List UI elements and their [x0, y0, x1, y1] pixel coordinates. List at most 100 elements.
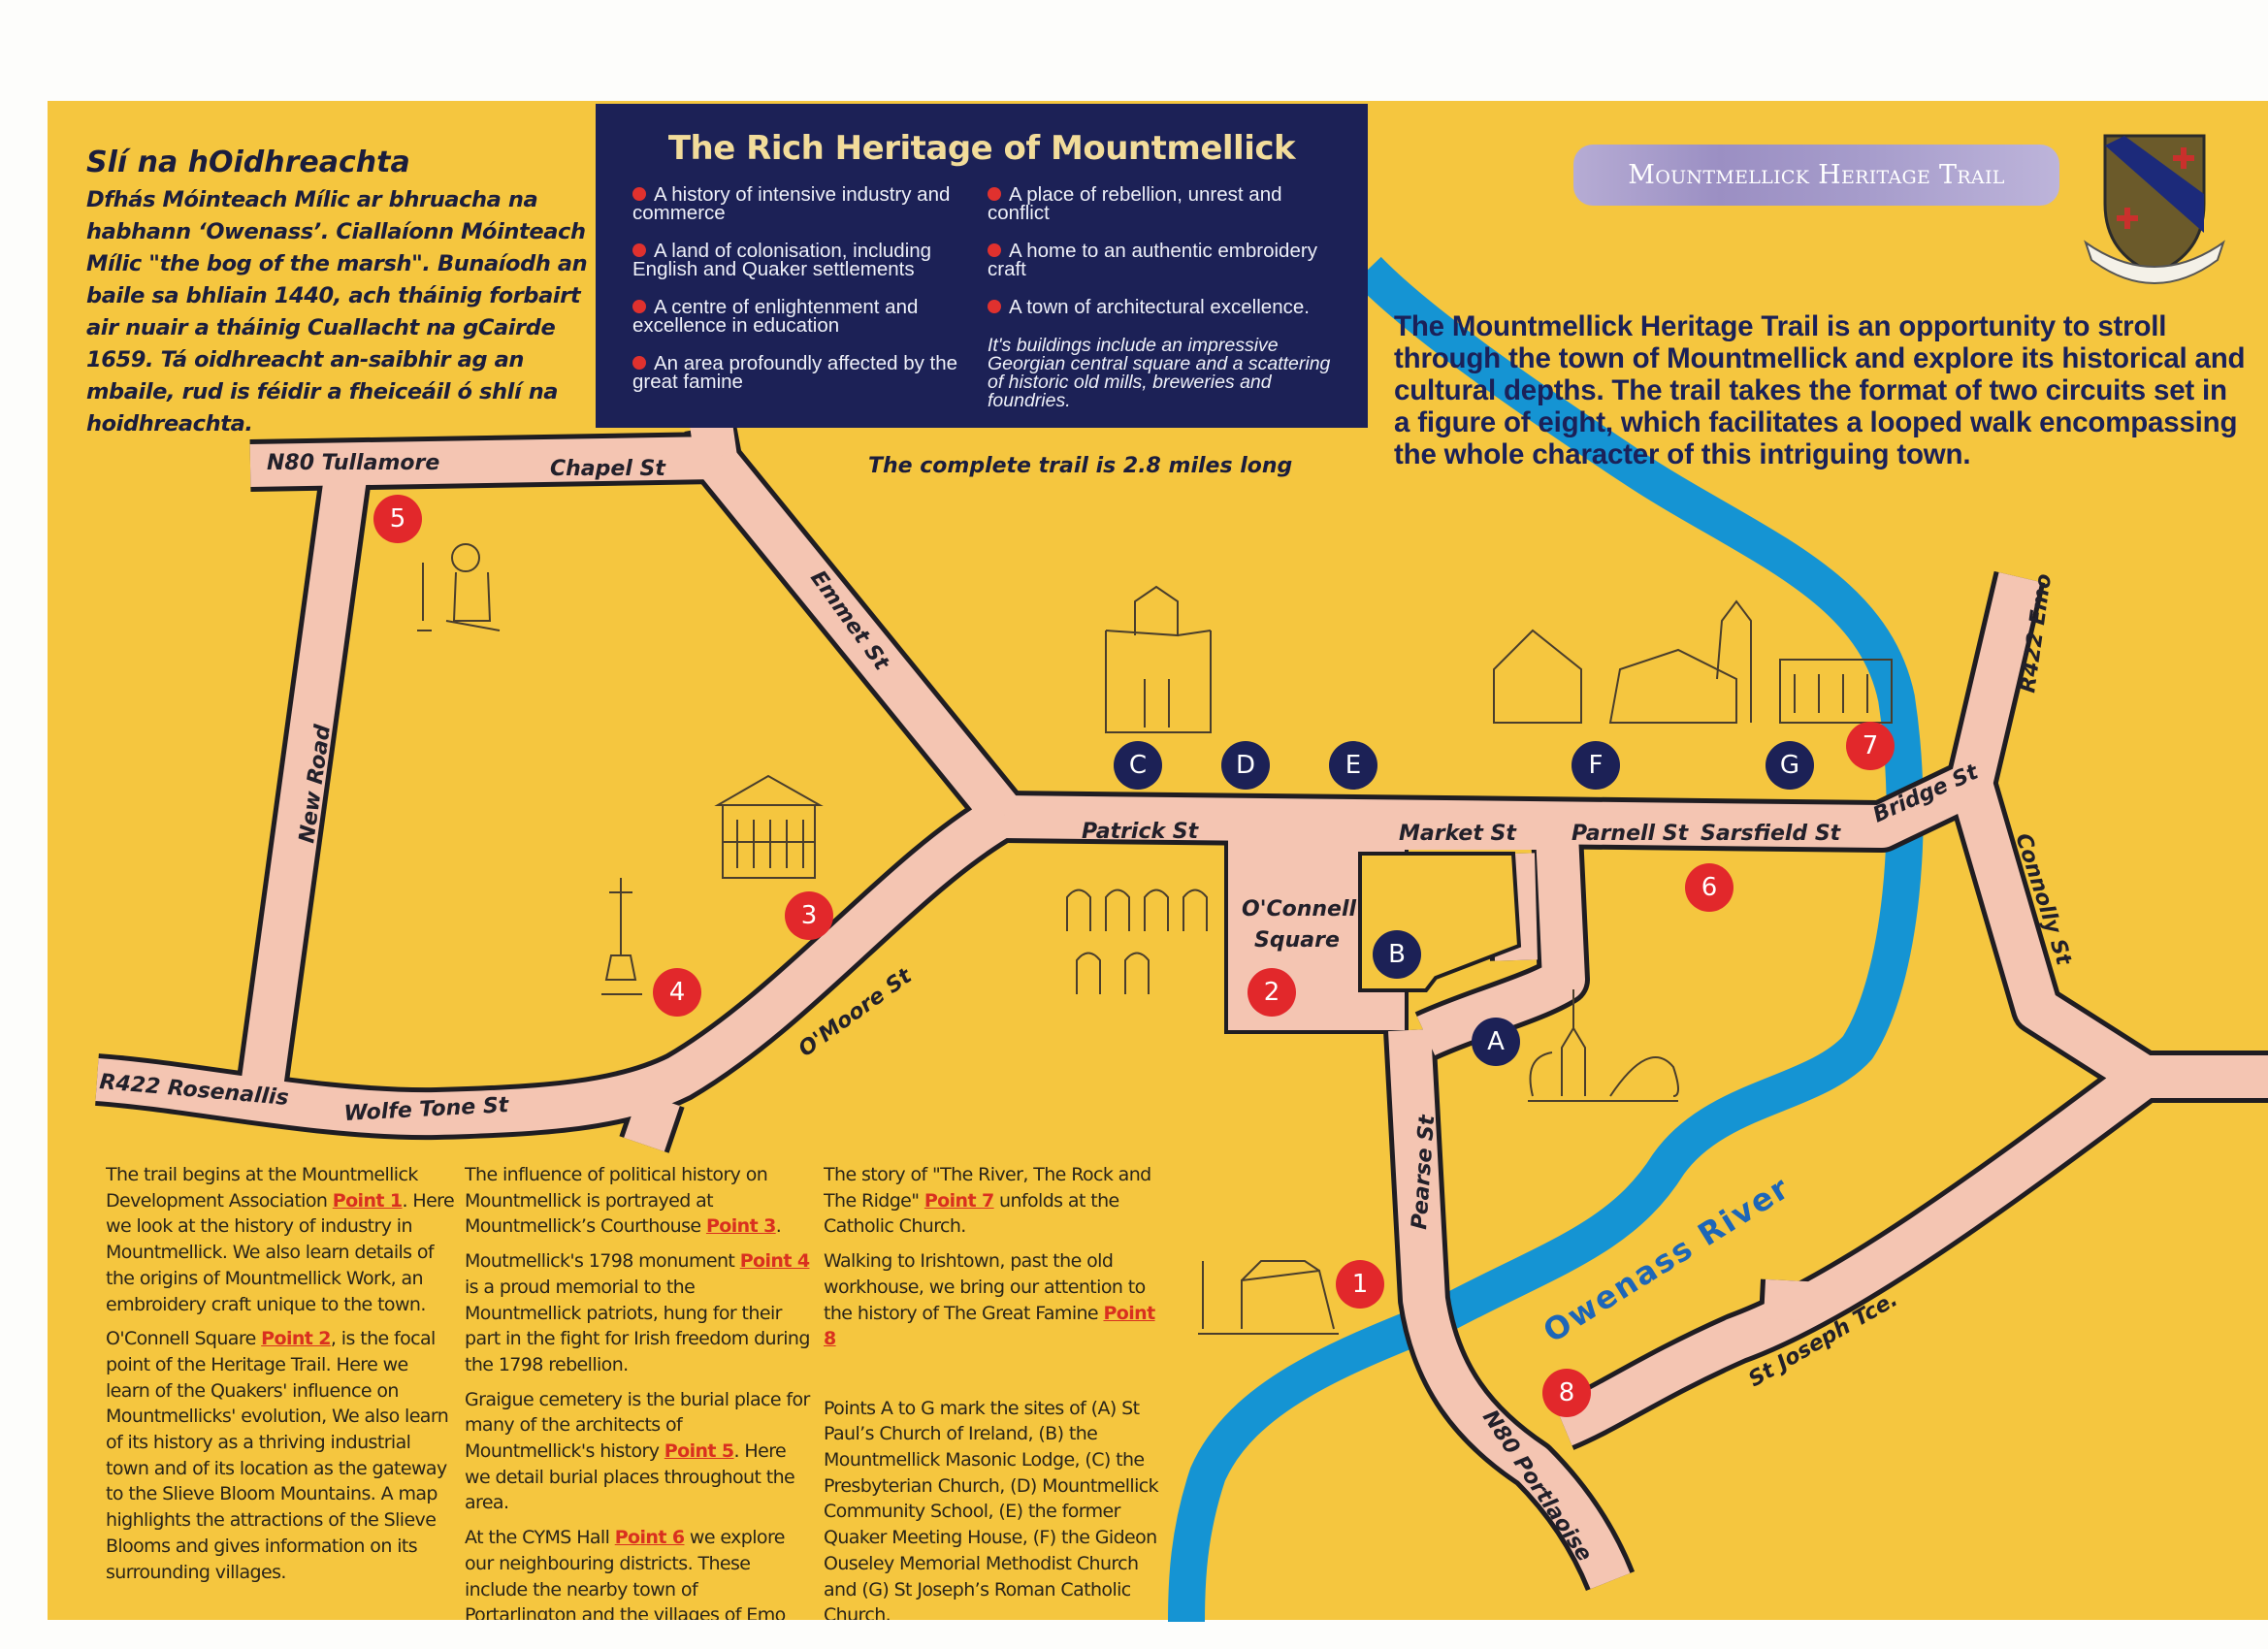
- site-c-marker[interactable]: C: [1114, 741, 1162, 790]
- description-paragraph: Points A to G mark the sites of (A) St P…: [824, 1396, 1173, 1620]
- bullet-text: A home to an authentic embroidery craft: [988, 240, 1317, 280]
- svg-text:E: E: [1345, 751, 1361, 780]
- svg-text:7: 7: [1863, 731, 1879, 760]
- trail-length-text: The complete trail is 2.8 miles long: [868, 454, 1293, 478]
- paragraph-text: , is the focal point of the Heritage Tra…: [106, 1328, 449, 1583]
- point-link[interactable]: Point 4: [739, 1250, 810, 1273]
- workhouse-sketch-icon: [1198, 1260, 1339, 1335]
- site-g-marker[interactable]: G: [1766, 741, 1814, 790]
- patrick-st-fill: [1228, 817, 1548, 850]
- paragraph-text: The trail begins at the Mountmellick Dev…: [106, 1164, 418, 1212]
- paragraph-text: . Here we detail burial places throughou…: [465, 1440, 795, 1514]
- svg-text:3: 3: [801, 901, 818, 930]
- svg-text:C: C: [1129, 751, 1147, 780]
- point-link[interactable]: Point 7: [923, 1189, 994, 1212]
- description-paragraph: The trail begins at the Mountmellick Dev…: [106, 1162, 455, 1317]
- bullet-text: A land of colonisation, including Englis…: [632, 240, 932, 280]
- description-paragraph: O'Connell Square Point 2, is the focal p…: [106, 1326, 455, 1585]
- paragraph-text: Moutmellick's 1798 monument: [465, 1250, 740, 1273]
- label-sarsfield-st: Sarsfield St: [1701, 822, 1842, 846]
- description-column-1: The trail begins at the Mountmellick Dev…: [106, 1162, 455, 1620]
- heritage-box: The Rich Heritage of Mountmellick A hist…: [596, 104, 1368, 428]
- svg-text:8: 8: [1559, 1378, 1575, 1407]
- point-4-marker[interactable]: 4: [653, 968, 701, 1017]
- description-paragraph: At the CYMS Hall Point 6 we explore our …: [465, 1525, 814, 1620]
- description-paragraph: [824, 1361, 1173, 1387]
- irish-body: Dfhás Móinteach Mílic ar bhruacha na hab…: [86, 187, 588, 436]
- bullet-text: A town of architectural excellence.: [1009, 296, 1310, 318]
- courthouse-sketch-icon: [714, 774, 824, 879]
- 1798-monument-sketch-icon: [601, 878, 642, 995]
- label-oconnell: O'Connell: [1242, 897, 1356, 922]
- bullet-item: A home to an authentic embroidery craft: [988, 240, 1337, 280]
- bullet-text: An area profoundly affected by the great…: [632, 352, 958, 393]
- paragraph-text: O'Connell Square: [106, 1328, 262, 1350]
- paragraph-text: is a proud memorial to the Mountmellick …: [465, 1276, 810, 1375]
- description-column-3: The story of "The River, The Rock and Th…: [824, 1162, 1173, 1620]
- bullet-item: A town of architectural excellence.: [988, 296, 1356, 318]
- site-b-marker[interactable]: B: [1373, 930, 1421, 979]
- svg-text:5: 5: [390, 504, 406, 534]
- bullet-item: A land of colonisation, including Englis…: [632, 240, 982, 280]
- paragraph-text: At the CYMS Hall: [465, 1527, 615, 1549]
- point-link[interactable]: Point 8: [824, 1302, 1155, 1350]
- site-a-marker[interactable]: A: [1472, 1018, 1520, 1066]
- buildings-note: It's buildings include an impressive Geo…: [988, 335, 1331, 411]
- point-7-marker[interactable]: 7: [1846, 722, 1895, 770]
- point-2-marker[interactable]: 2: [1247, 968, 1296, 1017]
- presbyterian-church-sketch-icon: [1105, 585, 1212, 733]
- point-link[interactable]: Point 6: [614, 1527, 685, 1549]
- paragraph-text: unfolds at the Catholic Church.: [824, 1189, 1119, 1238]
- label-market-st: Market St: [1399, 822, 1517, 846]
- graigue-cemetery-sketch-icon: [417, 543, 501, 631]
- site-e-marker[interactable]: E: [1329, 741, 1377, 790]
- label-chapel-st: Chapel St: [550, 457, 666, 481]
- irish-title: Slí na hOidhreachta: [86, 146, 410, 179]
- churches-sketch-icon: [1493, 599, 1893, 724]
- heritage-trail-badge: Mountmellick Heritage Trail: [1573, 145, 2059, 206]
- svg-text:1: 1: [1352, 1270, 1369, 1299]
- point-8-marker[interactable]: 8: [1542, 1369, 1591, 1417]
- bullet-dot-icon: [988, 187, 1001, 201]
- heritage-box-title: The Rich Heritage of Mountmellick: [667, 129, 1296, 168]
- point-1-marker[interactable]: 1: [1336, 1260, 1384, 1309]
- svg-text:4: 4: [669, 978, 686, 1007]
- svg-text:A: A: [1487, 1027, 1505, 1056]
- point-5-marker[interactable]: 5: [373, 495, 422, 543]
- bullet-text: A centre of enlightenment and excellence…: [632, 296, 919, 337]
- label-n80-tullamore: N80 Tullamore: [267, 451, 439, 475]
- description-paragraph: Graigue cemetery is the burial place for…: [465, 1387, 814, 1517]
- svg-text:F: F: [1589, 751, 1604, 780]
- site-markers: A B C D E F G: [1114, 741, 1814, 1066]
- point-link[interactable]: Point 3: [705, 1215, 776, 1238]
- bullet-dot-icon: [988, 243, 1001, 257]
- svg-text:G: G: [1780, 751, 1799, 780]
- paragraph-text: The influence of political history on Mo…: [465, 1164, 768, 1238]
- svg-text:6: 6: [1701, 873, 1718, 902]
- bullet-text: A place of rebellion, unrest and conflic…: [988, 183, 1282, 224]
- irish-intro-panel: Slí na hOidhreachta Dfhás Móinteach Míli…: [86, 146, 600, 440]
- site-d-marker[interactable]: D: [1221, 741, 1270, 790]
- paragraph-text: we explore our neighbouring districts. T…: [465, 1527, 786, 1620]
- label-square: Square: [1254, 928, 1340, 953]
- point-link[interactable]: Point 5: [664, 1440, 734, 1463]
- bullet-text: A history of intensive industry and comm…: [632, 183, 951, 224]
- svg-text:B: B: [1388, 940, 1406, 969]
- bullet-dot-icon: [988, 300, 1001, 313]
- st-pauls-church-sketch-icon: [1528, 989, 1679, 1102]
- point-link[interactable]: Point 1: [332, 1189, 403, 1212]
- paragraph-text: Graigue cemetery is the burial place for…: [465, 1388, 810, 1463]
- paragraph-text: . Here we look at the history of industr…: [106, 1189, 455, 1315]
- point-link[interactable]: Point 2: [261, 1328, 331, 1350]
- bullet-dot-icon: [632, 187, 646, 201]
- mountmellick-crest-logo: [2084, 134, 2225, 284]
- site-f-marker[interactable]: F: [1571, 741, 1620, 790]
- bullet-item: A centre of enlightenment and excellence…: [632, 296, 982, 337]
- label-patrick-st: Patrick St: [1082, 820, 1200, 844]
- road-fills: [95, 413, 2268, 1590]
- point-6-marker[interactable]: 6: [1685, 863, 1733, 912]
- point-3-marker[interactable]: 3: [785, 891, 833, 940]
- owenass-river: [1168, 256, 1924, 1623]
- bullet-item: A history of intensive industry and comm…: [632, 183, 982, 224]
- description-column-2: The influence of political history on Mo…: [465, 1162, 814, 1620]
